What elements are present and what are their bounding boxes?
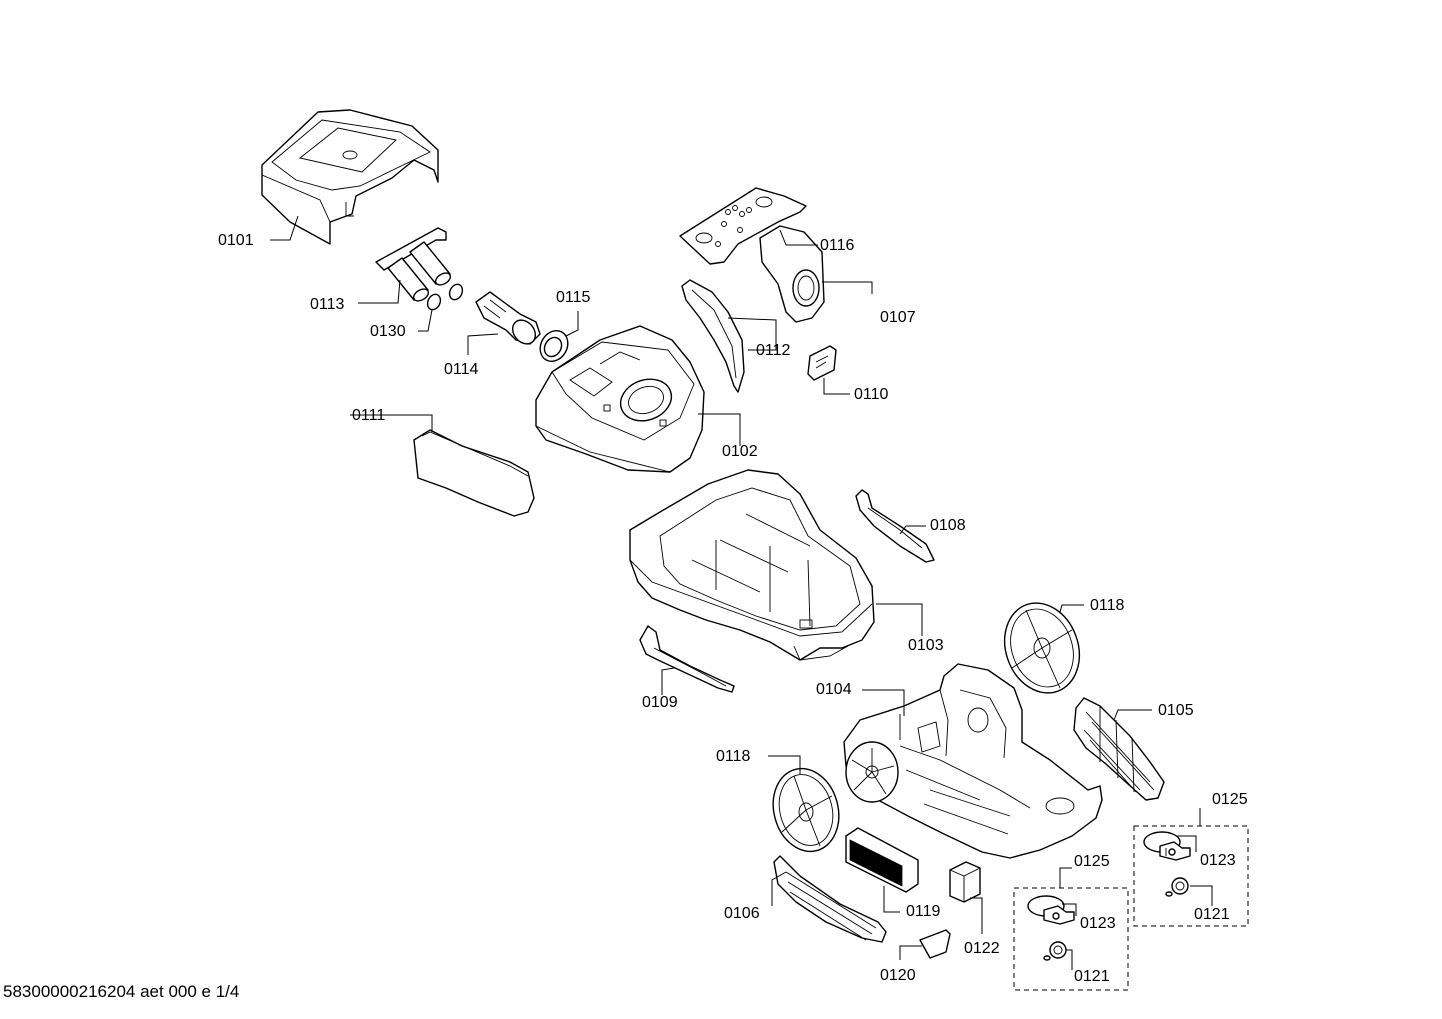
part-0114-air-duct — [475, 291, 541, 345]
part-0115-sealing-ring — [539, 329, 569, 363]
part-0103-main-body — [629, 469, 875, 661]
part-0112-side-trim — [681, 279, 745, 393]
part-0105-exhaust-grille — [1073, 697, 1165, 801]
label-0114: 0114 — [444, 361, 479, 378]
part-0104-base-chassis — [843, 663, 1103, 859]
label-0125-right: 0125 — [1212, 791, 1248, 808]
label-0130: 0130 — [370, 323, 406, 340]
label-0121-lower: 0121 — [1074, 968, 1110, 985]
part-0107-hose-connector-cover — [759, 225, 825, 323]
label-0107: 0107 — [880, 309, 916, 326]
label-0112: 0112 — [756, 342, 791, 359]
part-0109-latch-rod — [639, 625, 735, 693]
part-0101-lid — [261, 109, 439, 245]
label-0118-upper: 0118 — [1090, 597, 1125, 614]
leader-lines — [270, 215, 1213, 970]
part-0130-seal-rings — [426, 283, 464, 311]
label-0113: 0113 — [310, 296, 345, 313]
part-0111-front-cover — [413, 429, 535, 517]
label-0105: 0105 — [1158, 702, 1194, 719]
label-0110: 0110 — [854, 386, 889, 403]
part-0110-clip — [807, 345, 837, 381]
label-0118-lower: 0118 — [716, 748, 751, 765]
part-0113-filter-holder — [375, 227, 452, 302]
part-0125-castor-set-a — [1133, 825, 1249, 927]
part-0102-upper-housing — [535, 325, 705, 473]
document-reference-footer: 58300000216204 aet 000 e 1/4 — [3, 982, 240, 1001]
label-0122: 0122 — [964, 940, 1000, 957]
label-0115: 0115 — [556, 289, 591, 306]
label-0104: 0104 — [816, 681, 852, 698]
label-0123-lower: 0123 — [1080, 915, 1116, 932]
part-0118-wheel-left — [772, 767, 840, 853]
label-0106: 0106 — [724, 905, 760, 922]
part-0106-front-grille — [773, 855, 887, 943]
part-0120-wedge — [919, 929, 951, 959]
label-0108: 0108 — [930, 517, 966, 534]
part-0125-castor-set-b — [1013, 887, 1129, 991]
label-0103: 0103 — [908, 637, 944, 654]
label-0101: 0101 — [218, 232, 254, 249]
label-0109: 0109 — [642, 694, 678, 711]
part-0116-control-panel — [679, 187, 807, 265]
label-0125-lower: 0125 — [1074, 853, 1110, 870]
label-0123-right: 0123 — [1200, 852, 1236, 869]
part-0118-wheel-right — [1003, 602, 1081, 694]
label-0120: 0120 — [880, 967, 916, 984]
label-0111: 0111 — [352, 407, 386, 424]
label-0102: 0102 — [722, 443, 758, 460]
label-0116: 0116 — [820, 237, 855, 254]
part-0122-filter-block — [949, 861, 981, 903]
part-0108-latch — [855, 489, 935, 563]
label-0119: 0119 — [906, 903, 941, 920]
part-0119-hepa-filter — [845, 827, 919, 893]
label-0121-right: 0121 — [1194, 906, 1230, 923]
